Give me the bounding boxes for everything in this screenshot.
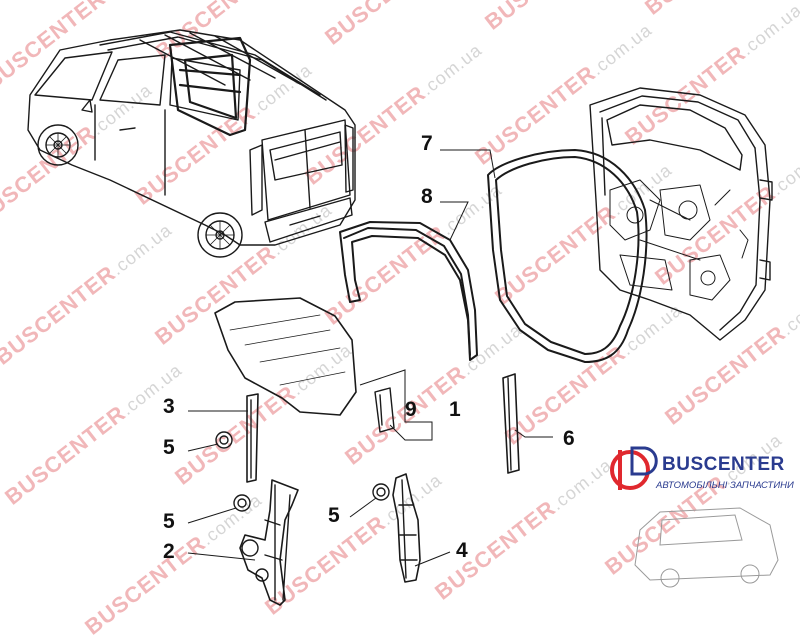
window-regulator-2 [239,479,299,606]
diagram-drawing [27,29,779,606]
door-panel [589,87,773,341]
guide-rail-3 [246,393,259,483]
rear-guide-4 [392,473,421,583]
callout-1: 1 [449,398,461,421]
logo-name: BUSCENTER [662,454,785,475]
callout-8: 6 [563,427,575,450]
bracket-9 [374,387,395,433]
leader-lines [187,149,553,567]
logo-tagline: АВТОМОБІЛЬНІ ЗАПЧАСТИНИ [656,480,794,491]
callout-5-top: 5 [163,436,175,459]
callout-4: 4 [456,539,468,562]
callout-7: 7 [421,132,433,155]
door-seal-7 [487,149,648,363]
callout-5-right: 5 [328,504,340,527]
logo-bus-icon [634,507,779,588]
callout-5-mid: 5 [163,510,175,533]
window-channel-6 [339,221,478,361]
callout-3: 3 [163,395,175,418]
callout-9: 9 [405,398,417,421]
callout-2: 2 [163,540,175,563]
callout-6: 8 [421,185,433,208]
seal-strip-8 [502,373,520,474]
van-illustration [27,29,356,258]
grommet-5 [215,431,390,512]
window-glass-1 [214,297,357,416]
logo-mark [610,446,658,490]
buscenter-logo: BUSCENTER АВТОМОБІЛЬНІ ЗАПЧАСТИНИ [606,434,796,524]
